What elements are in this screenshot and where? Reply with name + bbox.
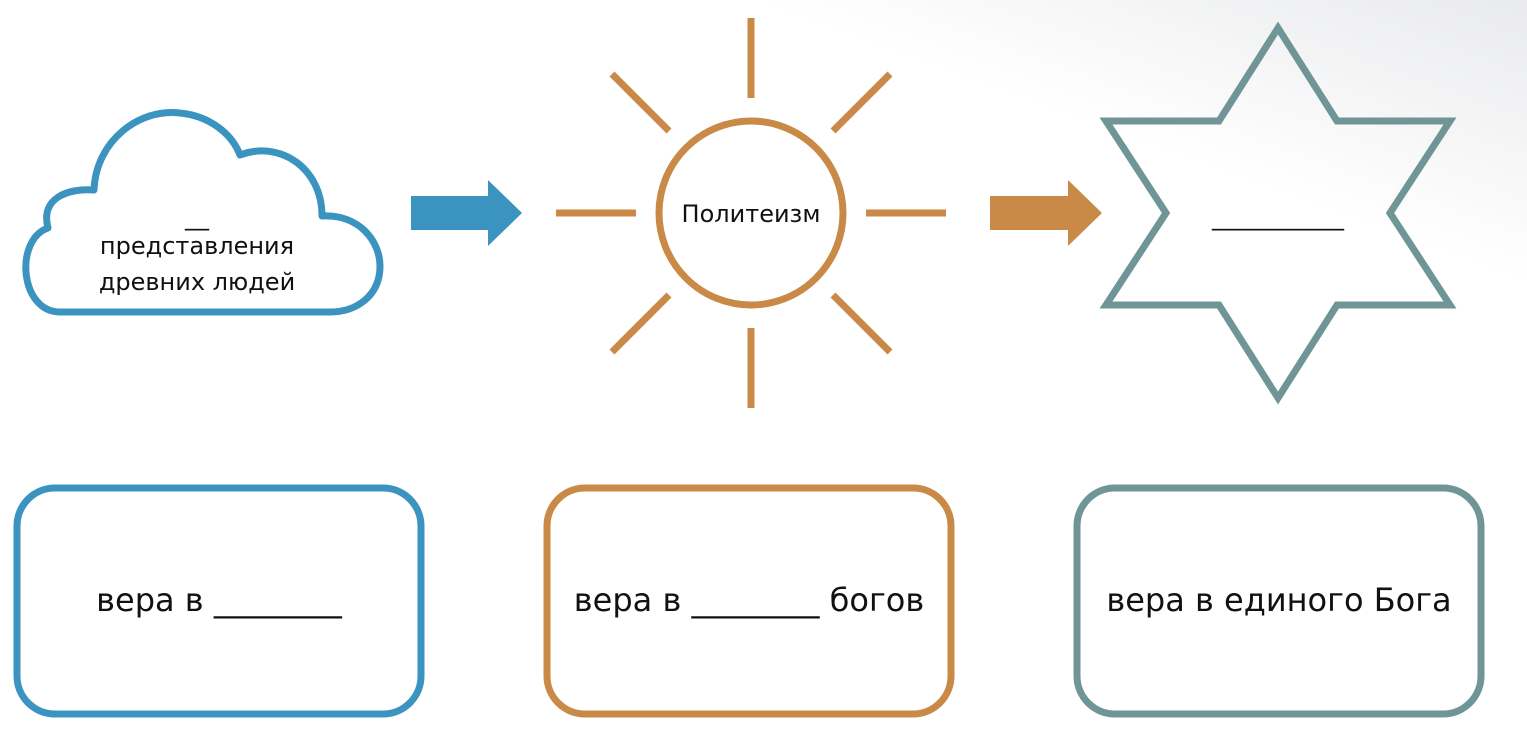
sun-circle [655,117,847,309]
sun-label: Политеизм [682,200,821,228]
cloud-label-line-2: древних людей [99,268,295,296]
box-1-frame [13,484,425,718]
box-3: вера в единого Бога [1073,484,1485,718]
cloud-blank: __ [184,203,210,231]
sun-ray [609,292,672,355]
sun-icon [556,18,946,408]
star-blank: ___________ [1211,203,1345,231]
cloud-label-line-1: представления [100,232,294,260]
box-2-text: вера в ________ богов [574,581,924,619]
arrow-right-icon [411,180,522,246]
sun-stage: Политеизм [556,18,946,408]
box-1-text: вера в ________ [96,581,343,619]
arrow-right-icon [990,180,1102,246]
box-2: вера в ________ богов [543,484,955,718]
sun-ray [830,292,893,355]
sun-ray [609,71,672,134]
cloud-icon [22,108,384,316]
star-of-david-icon [1099,21,1457,405]
cloud-stage: __ представления древних людей [22,108,384,316]
star-stage: ___________ [1099,21,1457,405]
sun-ray [830,71,893,134]
box-1: вера в ________ [13,484,425,718]
box-3-text: вера в единого Бога [1106,581,1451,619]
box-2-frame [543,484,955,718]
box-3-frame [1073,484,1485,718]
